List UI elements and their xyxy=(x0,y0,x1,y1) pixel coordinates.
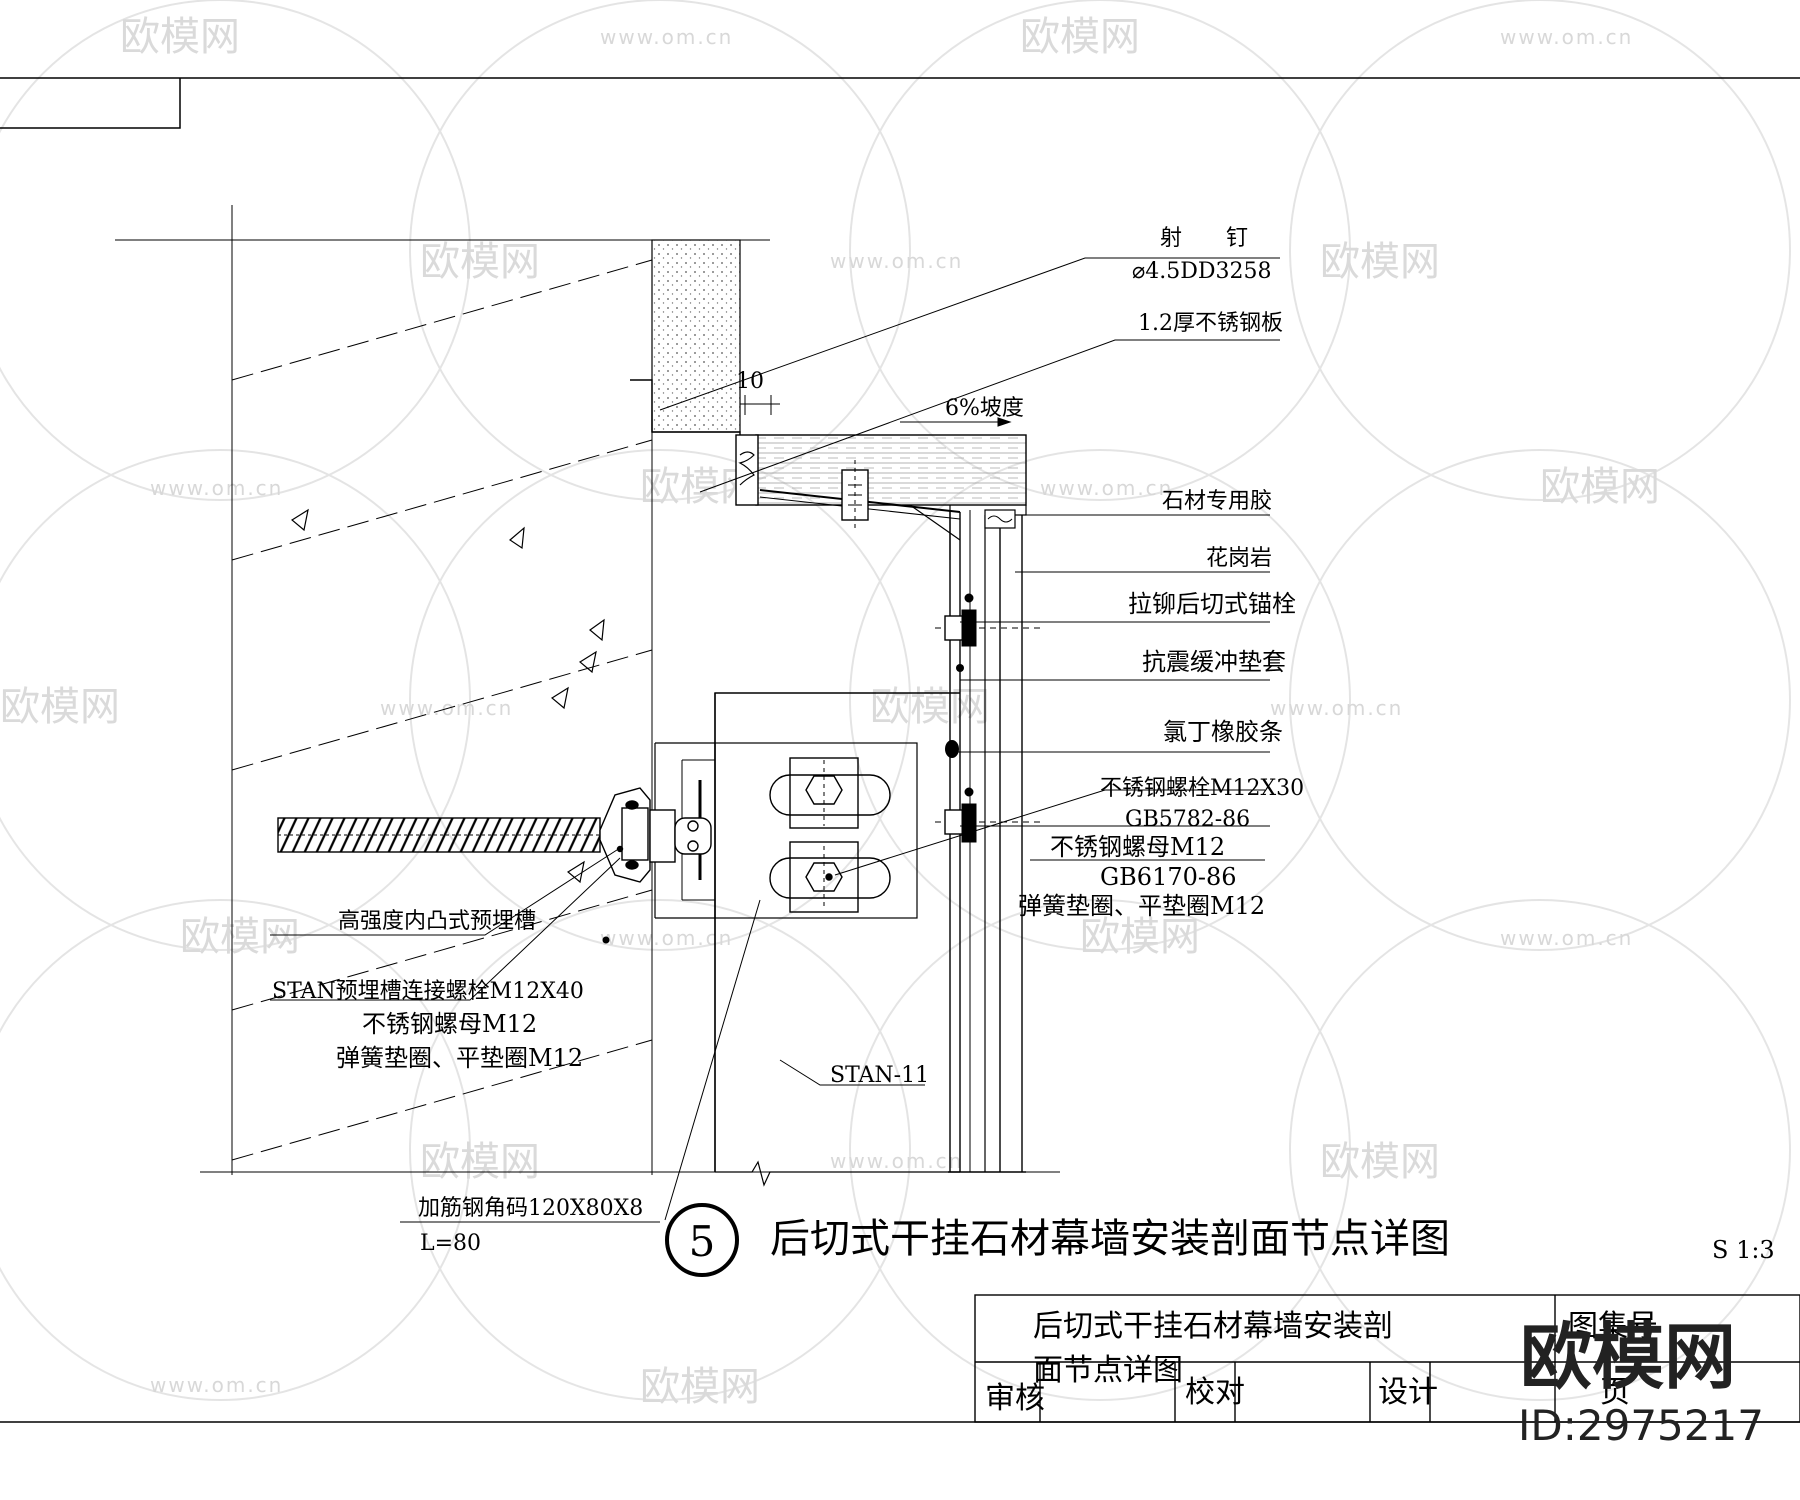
watermark-brand: 欧模网 xyxy=(0,684,120,730)
label-embed-channel: 高强度内凸式预埋槽 xyxy=(338,909,536,934)
label-dim-10: 10 xyxy=(736,369,764,394)
watermark-brand: 欧模网 xyxy=(180,914,300,960)
detail-number-circle xyxy=(665,1203,739,1277)
watermark-brand: 欧模网 xyxy=(1320,1139,1440,1185)
label-stan11: STAN-11 xyxy=(830,1063,929,1088)
detail-number: 5 xyxy=(689,1217,716,1266)
watermark-brand: 欧模网 xyxy=(1540,464,1660,510)
watermark-brand: 欧模网 xyxy=(420,239,540,285)
granite-anchor-lower xyxy=(935,787,1040,843)
watermark-brand: 欧模网 xyxy=(870,684,990,730)
watermark-brand: 欧模网 xyxy=(120,14,240,60)
label-ss-nut: 不锈钢螺母M12 xyxy=(1050,833,1225,861)
title-block: 后切式干挂石材幕墙安装剖 面节点详图 图集号 审核 校对 设计 页 xyxy=(974,1294,1800,1423)
label-nail: 射 钉 xyxy=(1160,226,1248,251)
brand-id: ID:2975217 xyxy=(1518,1401,1764,1450)
title-block-atlas-no: 图集号 xyxy=(1568,1309,1658,1344)
label-anchor: 拉铆后切式锚栓 xyxy=(1128,590,1296,618)
brand-stamp: 欧模网 ID:2975217 xyxy=(1518,1315,1764,1450)
label-angle-len: L=80 xyxy=(420,1231,481,1256)
label-steel-plate: 1.2厚不锈钢板 xyxy=(1138,311,1283,336)
title-block-name-line2: 面节点详图 xyxy=(1033,1353,1183,1388)
label-slope: 6%坡度 xyxy=(945,396,1024,421)
watermark-url: www.om.cn xyxy=(380,696,513,720)
threaded-rod xyxy=(277,817,601,853)
label-washers: 弹簧垫圈、平垫圈M12 xyxy=(1018,892,1265,920)
label-left-nut: 不锈钢螺母M12 xyxy=(362,1010,537,1038)
title-block-review: 审核 xyxy=(985,1381,1045,1416)
label-ss-bolt: 不锈钢螺栓M12X30 xyxy=(1100,776,1304,801)
label-stone-glue: 石材专用胶 xyxy=(1162,489,1272,514)
title-block-name-line1: 后切式干挂石材幕墙安装剖 xyxy=(1033,1309,1393,1344)
watermark-brand: 欧模网 xyxy=(1080,914,1200,960)
callout-labels: 射 钉 ⌀4.5DD3258 1.2厚不锈钢板 10 6%坡度 石材专用胶 花岗… xyxy=(272,226,1304,1256)
watermark-brand: 欧模网 xyxy=(1320,239,1440,285)
rubber-strip xyxy=(945,664,964,758)
label-sleeve: 抗震缓冲垫套 xyxy=(1142,648,1286,676)
slotted-bolt-lower xyxy=(769,841,891,913)
granite-anchor-upper xyxy=(935,593,1040,647)
watermark-url: www.om.cn xyxy=(1500,25,1633,49)
break-line xyxy=(715,1160,960,1187)
label-nail-spec: ⌀4.5DD3258 xyxy=(1132,259,1272,284)
slotted-bolt-upper xyxy=(769,757,891,829)
watermark-url: www.om.cn xyxy=(600,25,733,49)
title-block-design: 设计 xyxy=(1378,1375,1438,1410)
steel-bracket xyxy=(654,692,960,1172)
watermark-url: www.om.cn xyxy=(1500,926,1633,950)
drawing-scale: S 1:3 xyxy=(1712,1236,1775,1264)
embed-channel xyxy=(599,787,712,883)
watermark-brand: 欧模网 xyxy=(1020,14,1140,60)
title-block-page: 页 xyxy=(1600,1375,1630,1410)
stone-coping xyxy=(630,239,741,445)
label-stan-bolt: STAN预埋槽连接螺栓M12X40 xyxy=(272,979,584,1004)
watermark-url: www.om.cn xyxy=(1270,696,1403,720)
label-granite: 花岗岩 xyxy=(1206,546,1272,571)
detail-title-group: 5 后切式干挂石材幕墙安装剖面节点详图 S 1:3 xyxy=(665,1203,1775,1277)
watermark-url: www.om.cn xyxy=(150,476,283,500)
top-cap xyxy=(735,434,1027,1172)
label-angle: 加筋钢角码120X80X8 xyxy=(418,1196,643,1221)
label-rubber-strip: 氯丁橡胶条 xyxy=(1163,718,1283,746)
drawing-title: 后切式干挂石材幕墙安装剖面节点详图 xyxy=(770,1216,1450,1262)
label-left-washers: 弹簧垫圈、平垫圈M12 xyxy=(336,1044,583,1072)
watermark-url: www.om.cn xyxy=(600,926,733,950)
watermark-url: www.om.cn xyxy=(830,1149,963,1173)
label-gb6170: GB6170-86 xyxy=(1100,863,1237,891)
label-gb5782: GB5782-86 xyxy=(1125,807,1250,832)
watermark-url: www.om.cn xyxy=(1040,476,1173,500)
title-block-check: 校对 xyxy=(1185,1375,1245,1410)
brand-logo: 欧模网 xyxy=(1520,1315,1736,1399)
leader-lines xyxy=(270,257,1280,1223)
watermark-url: www.om.cn xyxy=(830,249,963,273)
watermark-brand: 欧模网 xyxy=(640,1364,760,1410)
watermark-layer: 欧模网 欧模网 欧模网 欧模网 欧模网 欧模网 欧模网 欧模网 欧模网 欧模网 … xyxy=(0,0,1791,1410)
watermark-url: www.om.cn xyxy=(150,1373,283,1397)
watermark-brand: 欧模网 xyxy=(420,1139,540,1185)
